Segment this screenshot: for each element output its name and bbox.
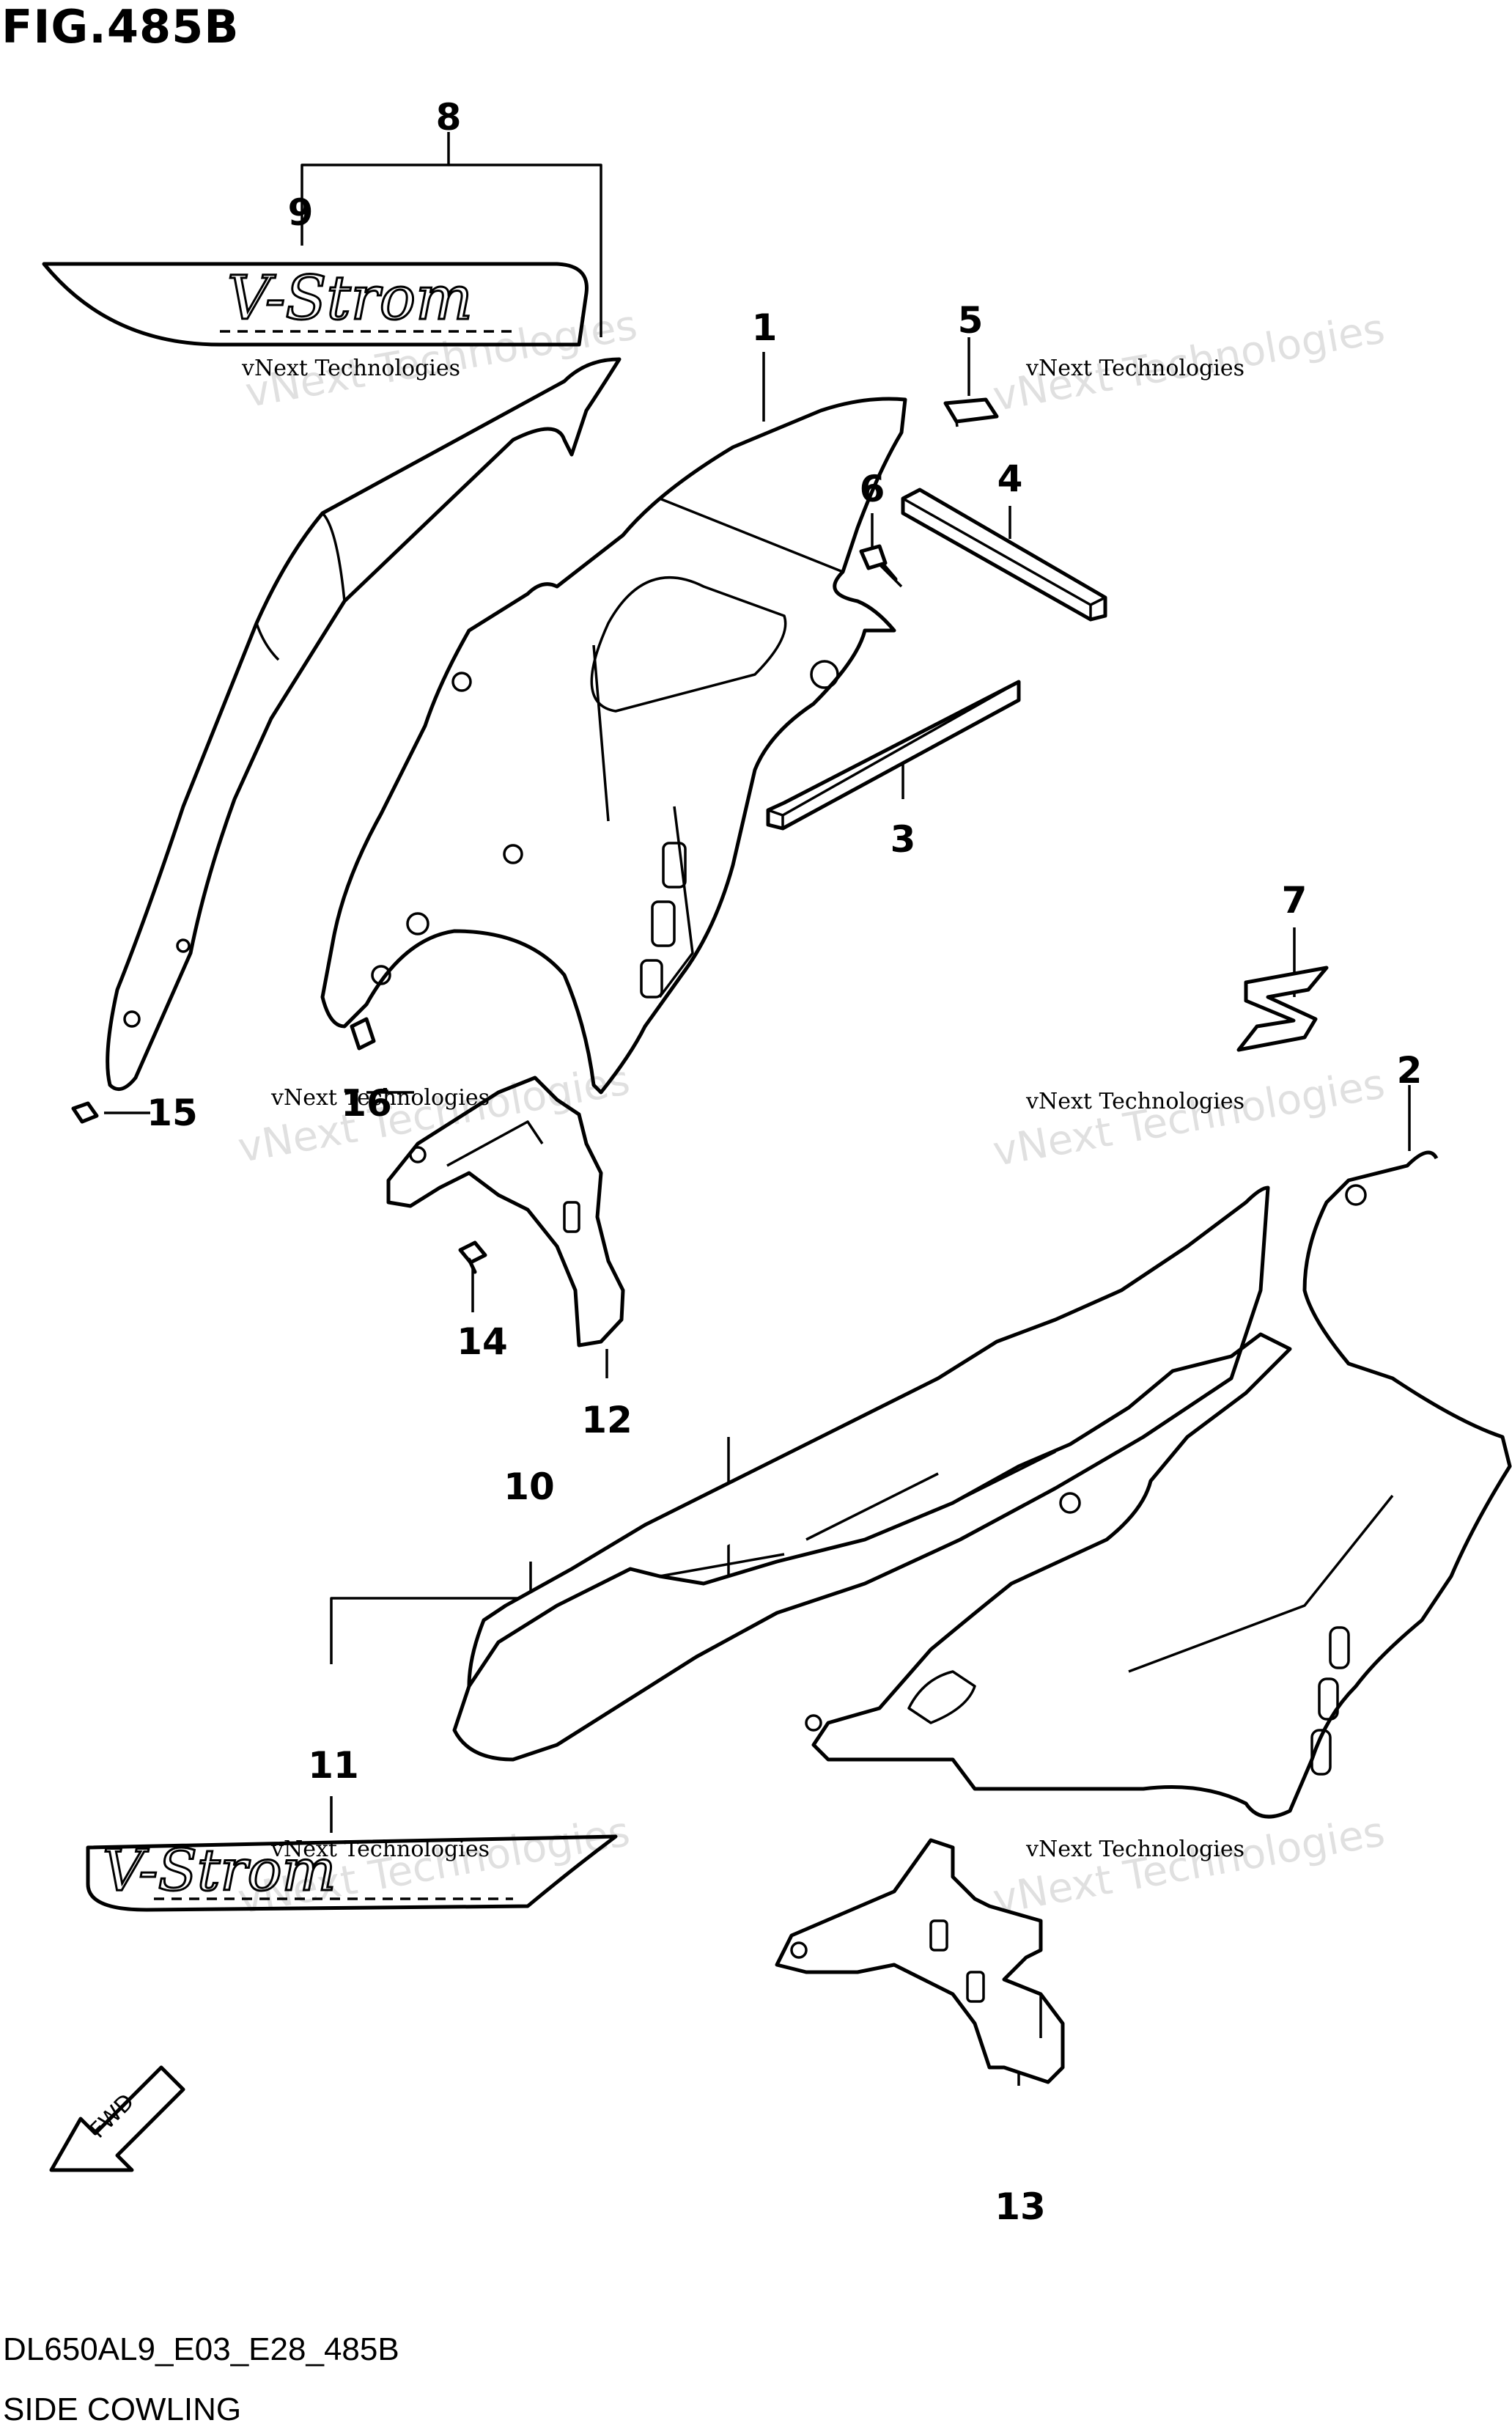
watermark-text: vNext Technologies [1026, 356, 1245, 381]
callout-14: 14 [457, 1320, 508, 1363]
figure-title: FIG.485B [1, 0, 240, 54]
bracket-13 [775, 1838, 1065, 2084]
callout-12: 12 [581, 1399, 633, 1441]
decal-11: V-Strom [86, 1834, 618, 1912]
screw-6 [859, 544, 898, 581]
panel-8 [106, 357, 622, 1092]
diagram-code: DL650AL9_E03_E28_485B [3, 2331, 399, 2367]
callout-15: 15 [147, 1092, 198, 1134]
decal-9: V-Strom [42, 262, 589, 347]
callout-13: 13 [995, 2185, 1046, 2228]
decal-9-text: V-Strom [227, 264, 473, 334]
strip-4 [901, 488, 1107, 622]
strip-3 [766, 680, 1021, 831]
watermark-text: vNext Technologies [242, 356, 461, 381]
callout-6: 6 [859, 468, 885, 510]
forward-arrow-icon: FWD [49, 2065, 185, 2172]
callout-10: 10 [504, 1466, 555, 1508]
callout-3: 3 [890, 818, 916, 861]
callout-11: 11 [308, 1744, 359, 1787]
callout-1: 1 [751, 306, 778, 349]
pad-5 [943, 397, 999, 427]
screw-14 [458, 1240, 487, 1274]
callout-2: 2 [1396, 1049, 1423, 1092]
diagram-caption: SIDE COWLING [3, 2391, 242, 2427]
cowl-2 [452, 1150, 1512, 1819]
callout-9: 9 [287, 191, 314, 234]
screw-15 [71, 1101, 99, 1124]
watermark-text: vNext Technologies [1026, 1836, 1245, 1862]
emblem-7 [1236, 966, 1329, 1052]
callout-16: 16 [341, 1082, 392, 1125]
clip-16 [350, 1017, 376, 1051]
watermark-text: vNext Technologies [271, 1085, 490, 1111]
callout-5: 5 [957, 299, 984, 342]
cowl-1 [320, 397, 907, 1095]
callout-8: 8 [435, 96, 462, 139]
bracket-12 [386, 1076, 625, 1347]
callout-7: 7 [1281, 879, 1308, 922]
watermark-text: vNext Technologies [1026, 1089, 1245, 1114]
callout-4: 4 [997, 457, 1023, 500]
decal-11-text: V-Strom [103, 1838, 336, 1904]
watermark-text: vNext Technologies [271, 1836, 490, 1862]
